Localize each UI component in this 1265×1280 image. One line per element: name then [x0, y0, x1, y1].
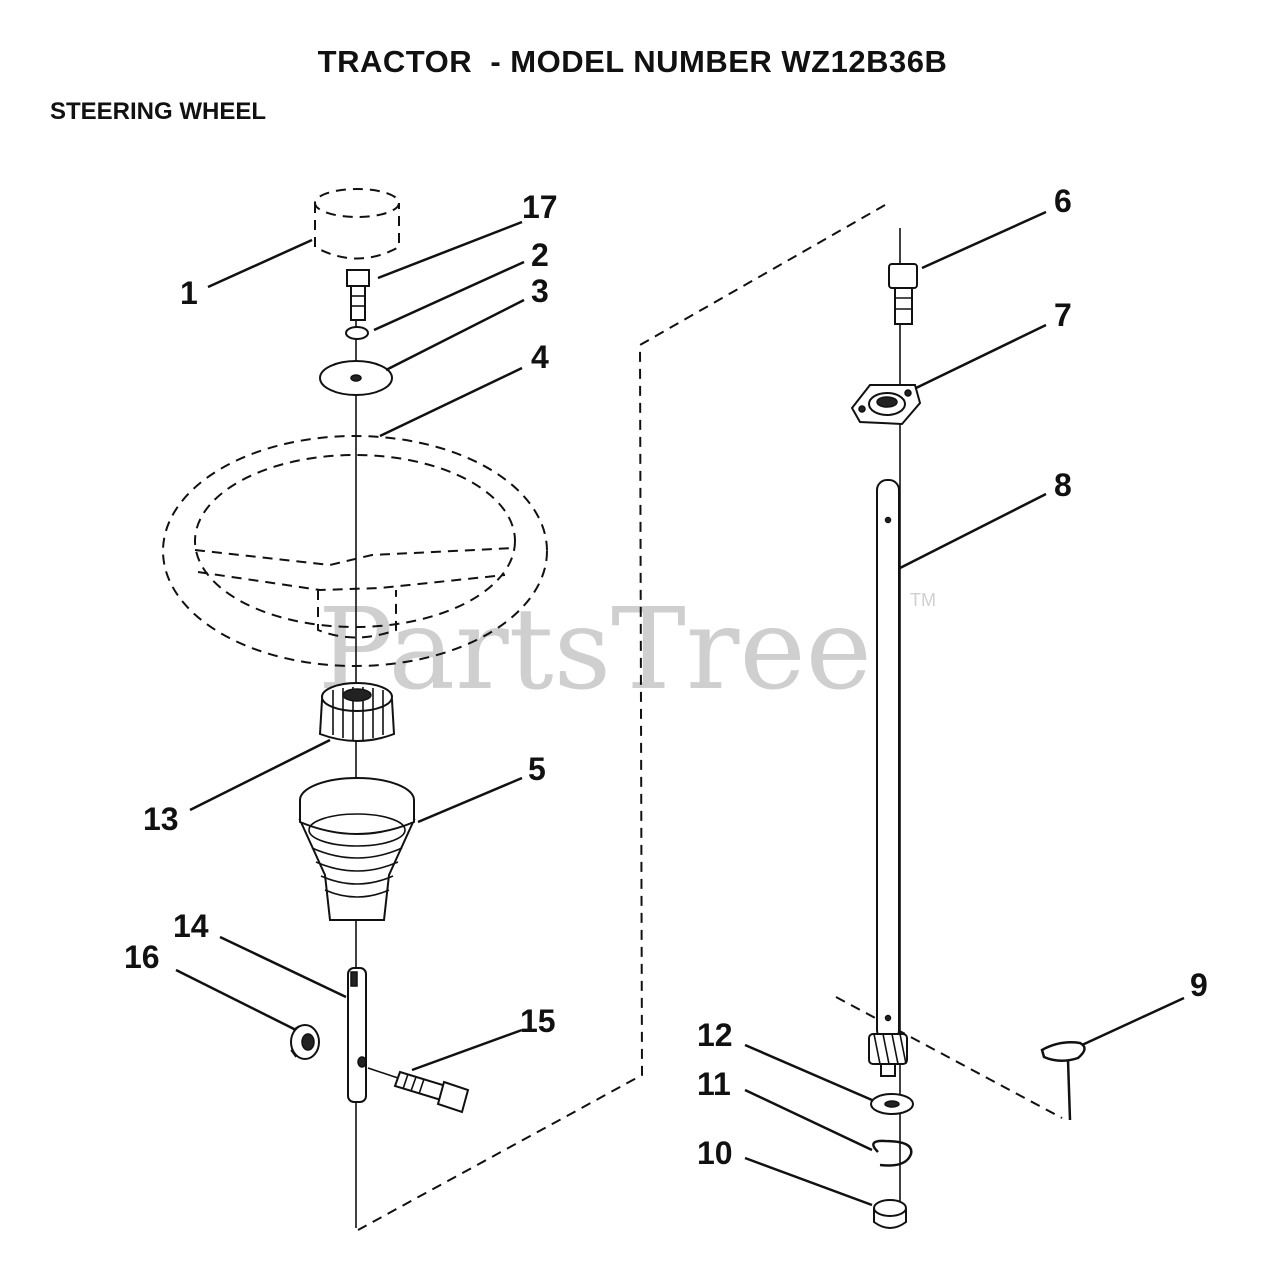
part-13-adapter	[318, 682, 396, 742]
part-2-lock-washer	[345, 326, 369, 340]
part-3-washer	[319, 360, 393, 396]
callout-1: 1	[180, 275, 198, 311]
watermark-text: PartsTree	[318, 585, 872, 715]
callout-9: 9	[1190, 967, 1208, 1003]
callout-7: 7	[1054, 297, 1072, 333]
callout-4: 4	[531, 339, 549, 375]
callout-6: 6	[1054, 183, 1072, 219]
part-7-flange-bearing	[850, 384, 922, 426]
callout-5: 5	[528, 751, 546, 787]
callout-8: 8	[1054, 467, 1072, 503]
assembly-boundary	[357, 204, 1063, 1231]
callout-13: 13	[143, 801, 179, 837]
part-9-sector-plate	[1040, 1041, 1086, 1121]
part-8-pinion-gear	[868, 1033, 908, 1077]
part-15-bolt	[367, 1067, 470, 1114]
part-11-retaining-ring	[872, 1139, 913, 1167]
part-5-column-bellows	[298, 777, 416, 921]
part-4-steering-wheel	[162, 435, 548, 667]
callout-10: 10	[697, 1135, 733, 1171]
part-17-bolt	[346, 269, 370, 321]
callout-2: 2	[531, 237, 549, 273]
section-title: STEERING WHEEL	[50, 98, 267, 125]
callout-12: 12	[697, 1017, 733, 1053]
part-12-washer	[870, 1093, 914, 1115]
callout-17: 17	[522, 189, 558, 225]
callout-14: 14	[173, 908, 209, 944]
part-10-cap	[873, 1199, 907, 1229]
watermark-trademark: TM	[910, 590, 936, 610]
part-6-bolt	[888, 263, 918, 325]
callout-15: 15	[520, 1003, 556, 1039]
callout-3: 3	[531, 273, 549, 309]
part-8-steering-shaft	[876, 479, 900, 1041]
part-14-shaft	[347, 967, 367, 1103]
callout-11: 11	[697, 1066, 731, 1102]
part-16-nut	[290, 1024, 320, 1060]
page-title: TRACTOR - MODEL NUMBER WZ12B36B	[317, 44, 948, 79]
part-1-cap	[314, 188, 400, 260]
callout-16: 16	[124, 939, 160, 975]
leader-lines	[175, 210, 1185, 1207]
